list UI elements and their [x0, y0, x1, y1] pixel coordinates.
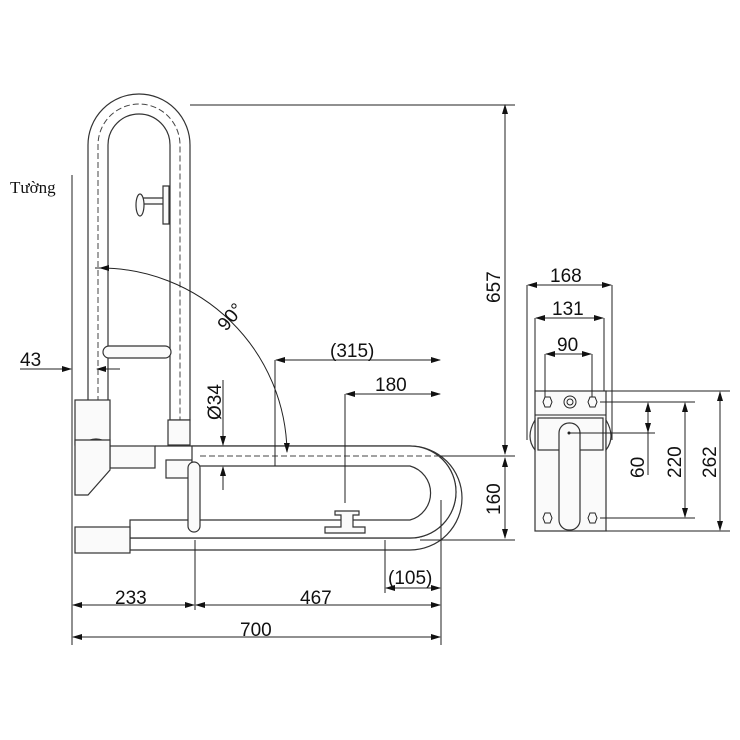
dim-plate-width-outer: 168: [550, 266, 582, 287]
side-view-plate: [529, 390, 612, 532]
grab-bar-horizontal: [74, 399, 463, 554]
dim-reach: (315): [330, 341, 374, 362]
dim-plate-width-mid: 131: [552, 299, 584, 320]
folded-grab-bar: [87, 93, 191, 421]
dim-length-support-end: 467: [300, 588, 332, 609]
dim-plate-height: 262: [700, 446, 721, 478]
dim-end-offset: (105): [388, 568, 432, 589]
dim-wall-clearance: 43: [20, 350, 41, 371]
dim-height-total: 657: [484, 271, 505, 303]
dim-holder-offset: 180: [375, 375, 407, 396]
wall-label: Tường: [10, 178, 56, 197]
dim-tube-diameter: Ø34: [205, 384, 226, 420]
dim-hole-vertical-spacing: 220: [665, 446, 686, 478]
angle-label: 90°: [214, 300, 249, 336]
dim-pivot-offset: 60: [628, 457, 649, 478]
dim-bar-spacing: 160: [484, 483, 505, 515]
dim-length-total: 700: [240, 620, 272, 641]
dim-hole-spacing: 90: [557, 335, 578, 356]
dim-length-wall-support: 233: [115, 588, 147, 609]
